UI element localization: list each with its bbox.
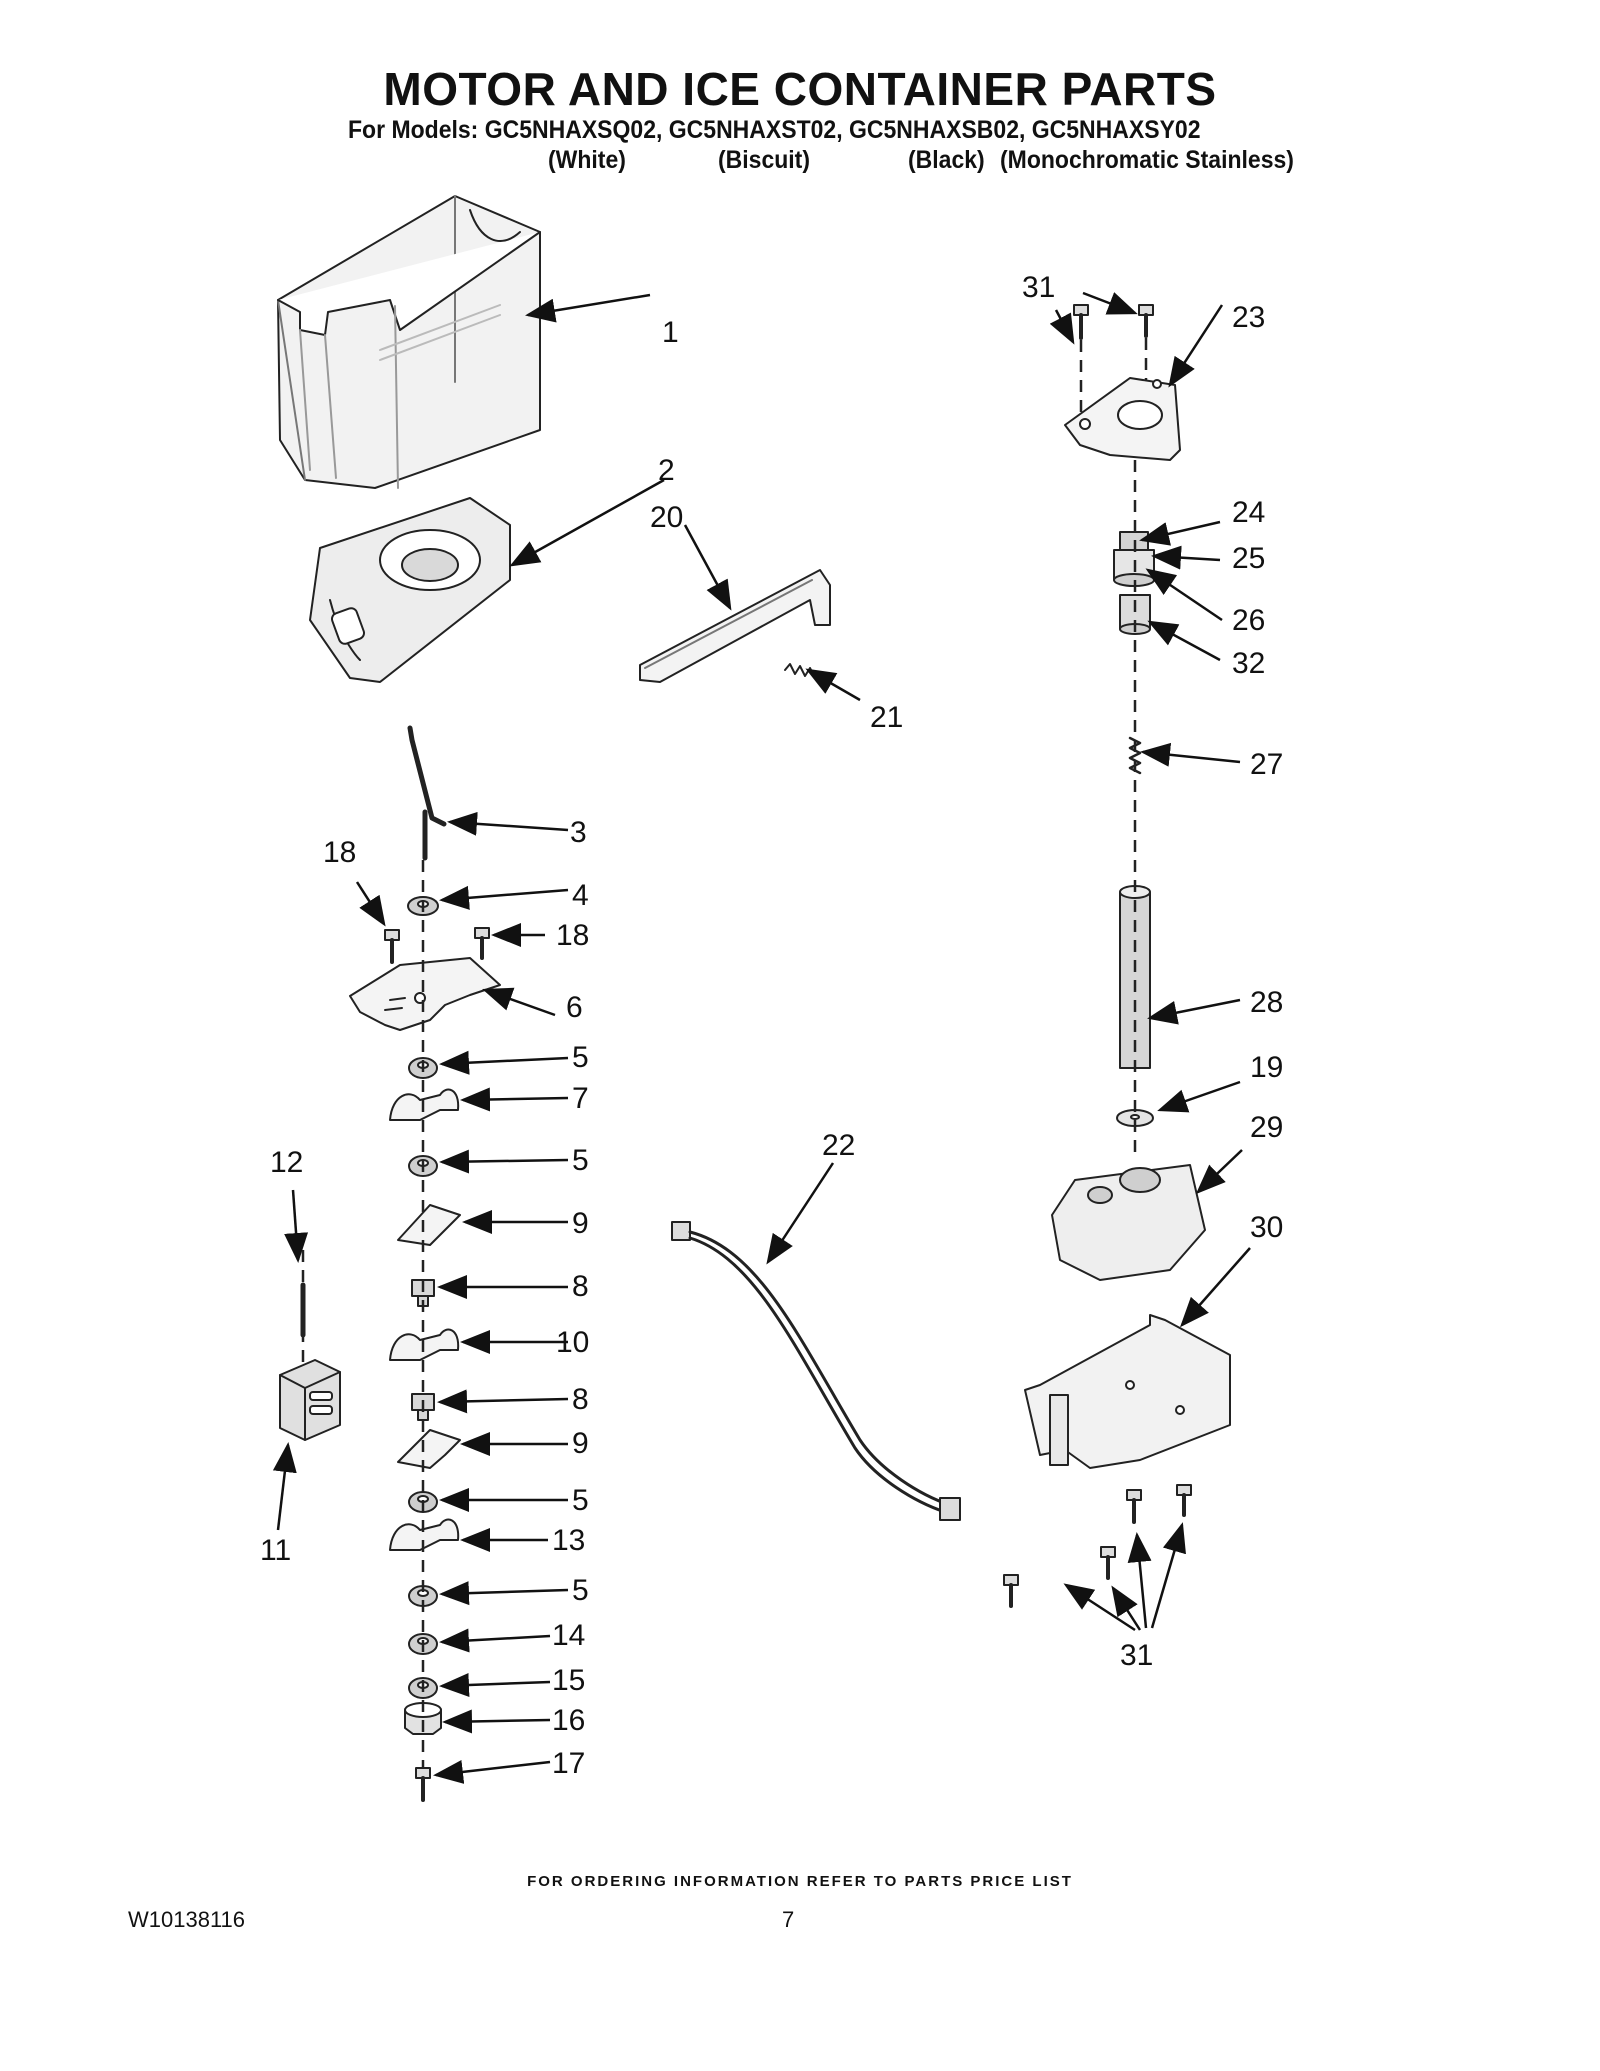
callout-24: 24 — [1232, 496, 1265, 529]
document-number: W10138116 — [128, 1907, 246, 1932]
screw-31-d — [1100, 1546, 1116, 1580]
gear-motor-29 — [1051, 1164, 1206, 1281]
variant-black: (Black) — [908, 146, 985, 174]
callout-12: 12 — [270, 1146, 303, 1179]
callout-18-right: 18 — [556, 919, 589, 952]
callout-15: 15 — [552, 1664, 585, 1697]
callout-5-c: 5 — [572, 1484, 589, 1517]
screw-31-e — [1126, 1489, 1142, 1524]
callout-17: 17 — [552, 1747, 585, 1780]
screw-31-f — [1176, 1484, 1192, 1517]
container-base-housing — [309, 497, 511, 683]
callout-27: 27 — [1250, 748, 1283, 781]
callout-7: 7 — [572, 1082, 589, 1115]
cam-9a — [397, 1204, 461, 1246]
block-11 — [279, 1359, 341, 1441]
callout-9-b: 9 — [572, 1427, 589, 1460]
callout-9-a: 9 — [572, 1207, 589, 1240]
assembly-axes — [301, 338, 1148, 1768]
callout-29: 29 — [1250, 1111, 1283, 1144]
callout-32: 32 — [1232, 647, 1265, 680]
motor-bracket-30 — [1024, 1314, 1231, 1469]
small-spring — [784, 663, 816, 679]
callout-6: 6 — [566, 991, 583, 1024]
cam-13 — [389, 1518, 460, 1551]
ice-container-bucket — [277, 195, 541, 489]
cam-9b — [397, 1429, 461, 1469]
callout-25: 25 — [1232, 542, 1265, 575]
models-line: For Models: GC5NHAXSQ02, GC5NHAXST02, GC… — [348, 116, 1201, 144]
callout-8-a: 8 — [572, 1270, 589, 1303]
callout-4: 4 — [572, 879, 589, 912]
wire-harness-22 — [671, 1221, 961, 1521]
callout-22: 22 — [822, 1129, 855, 1162]
callout-11: 11 — [260, 1534, 291, 1567]
callout-5-b: 5 — [572, 1144, 589, 1177]
callout-13: 13 — [552, 1524, 585, 1557]
screw-31-c — [1003, 1574, 1019, 1608]
callout-30: 30 — [1250, 1211, 1283, 1244]
callout-28: 28 — [1250, 986, 1283, 1019]
crank-rod — [407, 725, 447, 861]
slide-lever — [639, 569, 831, 683]
page-title: MOTOR AND ICE CONTAINER PARTS — [383, 63, 1217, 115]
callout-19: 19 — [1250, 1051, 1283, 1084]
callout-18-top: 18 — [323, 836, 356, 869]
leader-lines — [272, 291, 1251, 1784]
callout-5-a: 5 — [572, 1041, 589, 1074]
callout-14: 14 — [552, 1619, 585, 1652]
callout-26: 26 — [1232, 604, 1265, 637]
screw-31-b — [1138, 304, 1154, 338]
callout-10: 10 — [556, 1326, 589, 1359]
callout-31-bottom: 31 — [1120, 1639, 1153, 1672]
callout-3: 3 — [570, 816, 587, 849]
mounting-plate-23 — [1064, 377, 1181, 461]
variant-white: (White) — [548, 146, 626, 174]
variant-biscuit: (Biscuit) — [718, 146, 810, 174]
callout-labels: 1 2 20 21 3 18 4 18 6 5 7 12 5 9 8 10 8 … — [260, 271, 1283, 1780]
screw-18-left — [384, 929, 400, 964]
callout-2: 2 — [658, 454, 675, 487]
spring-27 — [1128, 736, 1142, 775]
callout-16: 16 — [552, 1704, 585, 1737]
variant-monochromatic-stainless: (Monochromatic Stainless) — [1000, 146, 1294, 174]
screw-31-a — [1073, 304, 1089, 340]
page-number: 7 — [782, 1907, 795, 1932]
callout-20: 20 — [650, 501, 683, 534]
mounting-plate-6 — [349, 957, 501, 1031]
callout-31-top: 31 — [1022, 271, 1055, 304]
callout-8-b: 8 — [572, 1383, 589, 1416]
screw-18-right — [474, 927, 490, 960]
callout-21: 21 — [870, 701, 903, 734]
screw-17 — [415, 1767, 431, 1802]
ordering-note: FOR ORDERING INFORMATION REFER TO PARTS … — [527, 1873, 1073, 1890]
callout-5-d: 5 — [572, 1574, 589, 1607]
callout-1: 1 — [662, 316, 679, 349]
callout-23: 23 — [1232, 301, 1265, 334]
